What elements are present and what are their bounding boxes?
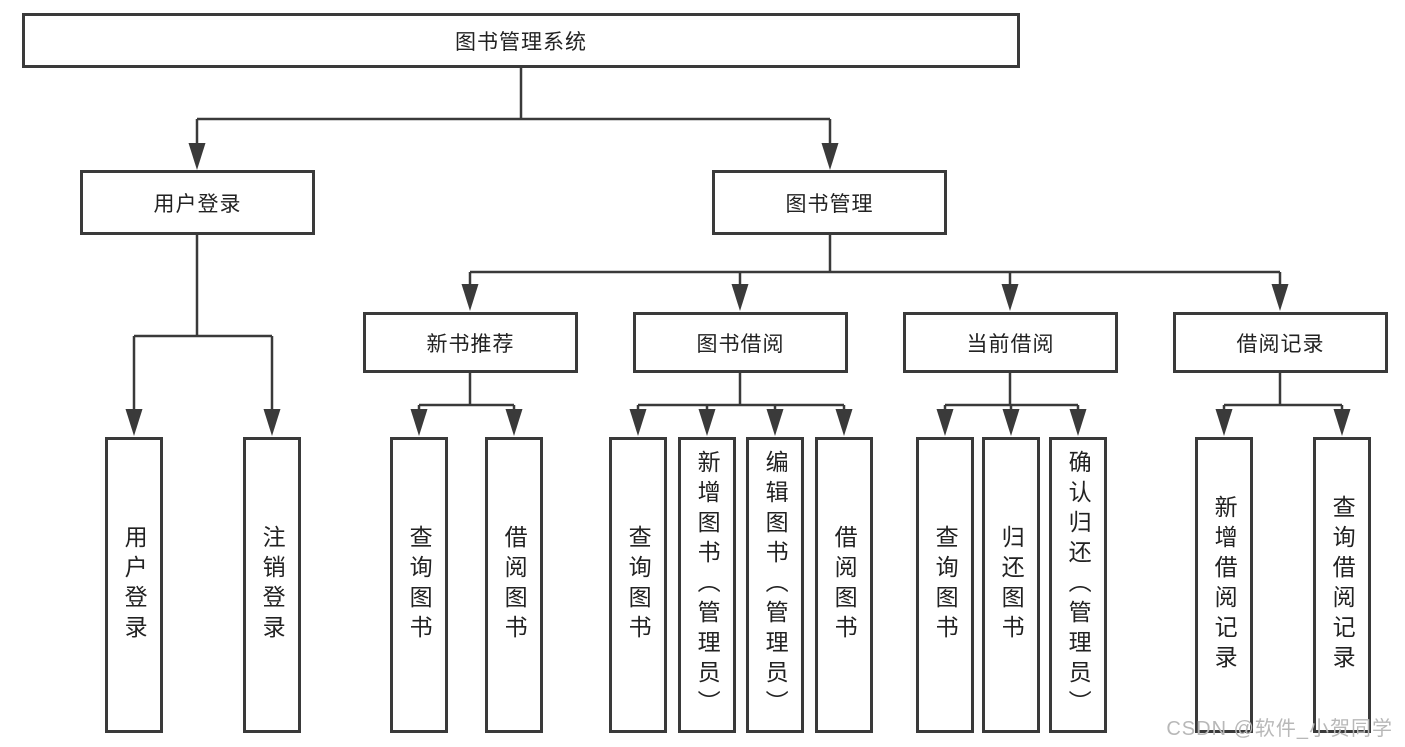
connector-current-borrowing-branch <box>943 373 1080 412</box>
node-br-query-record: 查询借阅记录 <box>1313 437 1371 733</box>
node-root: 图书管理系统 <box>22 13 1020 68</box>
node-book-borrowing: 图书借阅 <box>633 312 848 373</box>
connector-book-borrowing-branch <box>636 373 846 412</box>
node-current-borrowing: 当前借阅 <box>903 312 1118 373</box>
arrow-down-icon <box>835 409 853 436</box>
arrow-down-icon <box>731 284 749 311</box>
connector-root-branch <box>195 68 832 146</box>
node-bb-borrow-books: 借阅图书 <box>815 437 873 733</box>
node-nb-query-books: 查询图书 <box>390 437 448 733</box>
node-user-login-group: 用户登录 <box>80 170 315 235</box>
arrow-down-icon <box>766 409 784 436</box>
connector-new-book-recommend-branch <box>417 373 516 412</box>
node-br-add-record: 新增借阅记录 <box>1195 437 1253 733</box>
arrow-down-icon <box>698 409 716 436</box>
node-new-book-recommend: 新书推荐 <box>363 312 578 373</box>
arrow-down-icon <box>1215 409 1233 436</box>
node-cb-return-books: 归还图书 <box>982 437 1040 733</box>
node-user-login: 用户登录 <box>105 437 163 733</box>
node-borrowing-records: 借阅记录 <box>1173 312 1388 373</box>
arrow-down-icon <box>1002 409 1020 436</box>
arrow-down-icon <box>1069 409 1087 436</box>
csdn-watermark: CSDN @软件_小贺同学 <box>1166 718 1393 740</box>
node-nb-borrow-books: 借阅图书 <box>485 437 543 733</box>
arrow-down-icon <box>1333 409 1351 436</box>
connector-borrowing-records-branch <box>1222 373 1344 412</box>
arrow-down-icon <box>125 409 143 436</box>
arrow-down-icon <box>461 284 479 311</box>
arrow-down-icon <box>821 143 839 170</box>
node-bb-query-books: 查询图书 <box>609 437 667 733</box>
arrow-down-icon <box>410 409 428 436</box>
node-cb-query-books: 查询图书 <box>916 437 974 733</box>
arrow-down-icon <box>936 409 954 436</box>
arrow-down-icon <box>263 409 281 436</box>
connector-book-management-branch <box>468 235 1282 287</box>
node-cb-confirm-return-admin: 确认归还（管理员） <box>1049 437 1107 733</box>
node-bb-edit-books-admin: 编辑图书（管理员） <box>746 437 804 733</box>
arrow-down-icon <box>188 143 206 170</box>
arrow-down-icon <box>1271 284 1289 311</box>
arrow-down-icon <box>629 409 647 436</box>
arrow-down-icon <box>505 409 523 436</box>
connector-user-login-branch <box>132 235 274 412</box>
node-book-management: 图书管理 <box>712 170 947 235</box>
node-bb-add-books-admin: 新增图书（管理员） <box>678 437 736 733</box>
arrow-down-icon <box>1001 284 1019 311</box>
node-logout-login: 注销登录 <box>243 437 301 733</box>
